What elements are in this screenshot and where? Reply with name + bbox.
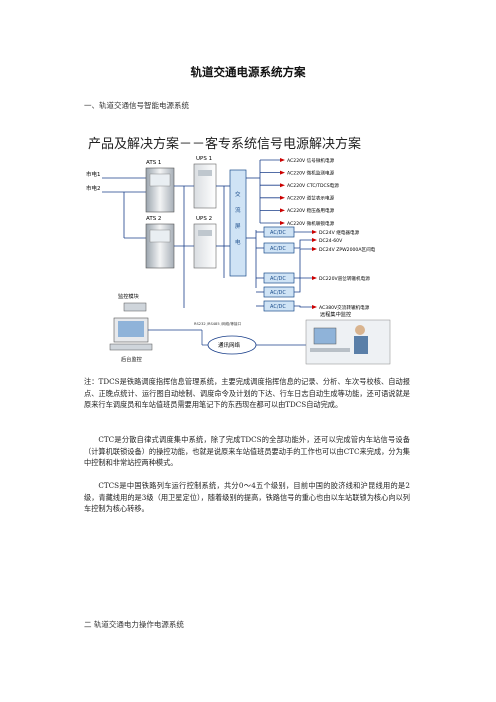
document-title: 轨道交通电源系统方案 <box>190 65 306 79</box>
dc-output-line <box>294 248 312 279</box>
section-1-heading: 一、轨道交通信号智能电源系统 <box>84 101 189 110</box>
dc-output-label: DC24-60V <box>319 238 343 244</box>
network-label: 通讯网络 <box>218 341 241 349</box>
ac-output-arrow <box>280 208 285 213</box>
ac-output-label: AC220V 微机监测电源 <box>287 169 335 176</box>
ac-output-label: AC220V 道岔表示电源 <box>287 195 335 202</box>
ats-1-cabinet <box>145 167 175 213</box>
ups-1-label: UPS 1 <box>196 156 212 162</box>
ac-output-label: AC220V 信号微机电源 <box>287 157 335 164</box>
dc-output-line <box>294 239 312 249</box>
input-2-label: 市电2 <box>86 184 101 192</box>
dc-output-arrow <box>312 305 317 309</box>
signal-power-solution-diagram: 产品及解决方案－－客专系统信号电源解决方案 市电1 市电2 ATS 1 ATS … <box>84 128 410 372</box>
ac-output-arrow <box>280 195 285 200</box>
remote-monitoring-station <box>305 319 391 365</box>
distribution-char-2: 流 <box>235 206 241 214</box>
converter-label: AC/DC <box>270 230 286 236</box>
dc-output-line <box>294 305 312 308</box>
ac-output-arrow <box>280 183 285 188</box>
converter-label: AC/DC <box>270 304 286 310</box>
ac-output-label: AC220V 稳压备用电源 <box>287 207 335 214</box>
dc-output-label: DC24V 继电器电源 <box>319 229 360 236</box>
converter-label: AC/DC <box>270 290 286 296</box>
backend-computer <box>109 317 153 351</box>
dc-output-line <box>294 277 312 293</box>
ats-2-cabinet <box>145 223 175 269</box>
ac-distribution-box: 交 流 屏 电 <box>229 169 247 277</box>
interface-label: RS232 /RS485 /网络/等接口 <box>194 321 242 326</box>
distribution-char-1: 交 <box>235 190 241 198</box>
ats-1-label: ATS 1 <box>146 160 161 166</box>
distribution-char-4: 电 <box>235 238 241 246</box>
monitor-module-label: 监控模块 <box>118 292 140 300</box>
tdcs-note-paragraph: 注：TDCS是铁路调度指挥信息管理系统，主要完成调度指挥信息的记录、分析、车次号… <box>84 377 410 410</box>
dc-output-label: AC380V交流转辙机电源 <box>319 304 370 311</box>
distribution-char-3: 屏 <box>235 223 241 230</box>
ctc-paragraph: CTC是分散自律式调度集中系统，除了完成TDCS的全部功能外，还可以完成管内车站… <box>84 435 410 468</box>
input-1-label: 市电1 <box>86 170 101 178</box>
ac-output-label: AC220V 微机联锁电源 <box>287 220 335 227</box>
ups-2-unit <box>193 223 217 269</box>
dc-output-arrow <box>312 247 317 251</box>
dc-output-label: DC24V ZPW2000A区间电 <box>319 246 376 253</box>
diagram-heading: 产品及解决方案－－客专系统信号电源解决方案 <box>88 136 361 152</box>
dc-output-label: DC220V道岔转辙机电源 <box>319 275 370 282</box>
converter-label: AC/DC <box>270 246 286 252</box>
ats-2-label: ATS 2 <box>146 216 161 222</box>
ups-1-unit <box>193 163 217 209</box>
remote-monitoring-label: 远程集中监控 <box>320 310 351 318</box>
ac-output-arrow <box>280 158 285 162</box>
dc-output-arrow <box>312 238 317 242</box>
ups-2-label: UPS 2 <box>196 216 212 222</box>
converter-label: AC/DC <box>270 276 286 282</box>
ac-output-arrow <box>280 221 285 225</box>
dc-output-arrow <box>312 230 317 234</box>
ac-output-arrow <box>280 170 285 175</box>
ctcs-paragraph: CTCS是中国铁路列车运行控制系统，共分0～4五个级别，目前中国的胶济线和沪昆线… <box>84 481 410 514</box>
dc-output-arrow <box>312 276 317 280</box>
monitor-module <box>123 302 147 312</box>
backend-label: 后台监控 <box>121 355 142 363</box>
ac-output-label: AC220V CTC/TDCS电源 <box>287 182 339 189</box>
section-2-heading: 二 轨道交通电力操作电源系统 <box>84 620 184 629</box>
